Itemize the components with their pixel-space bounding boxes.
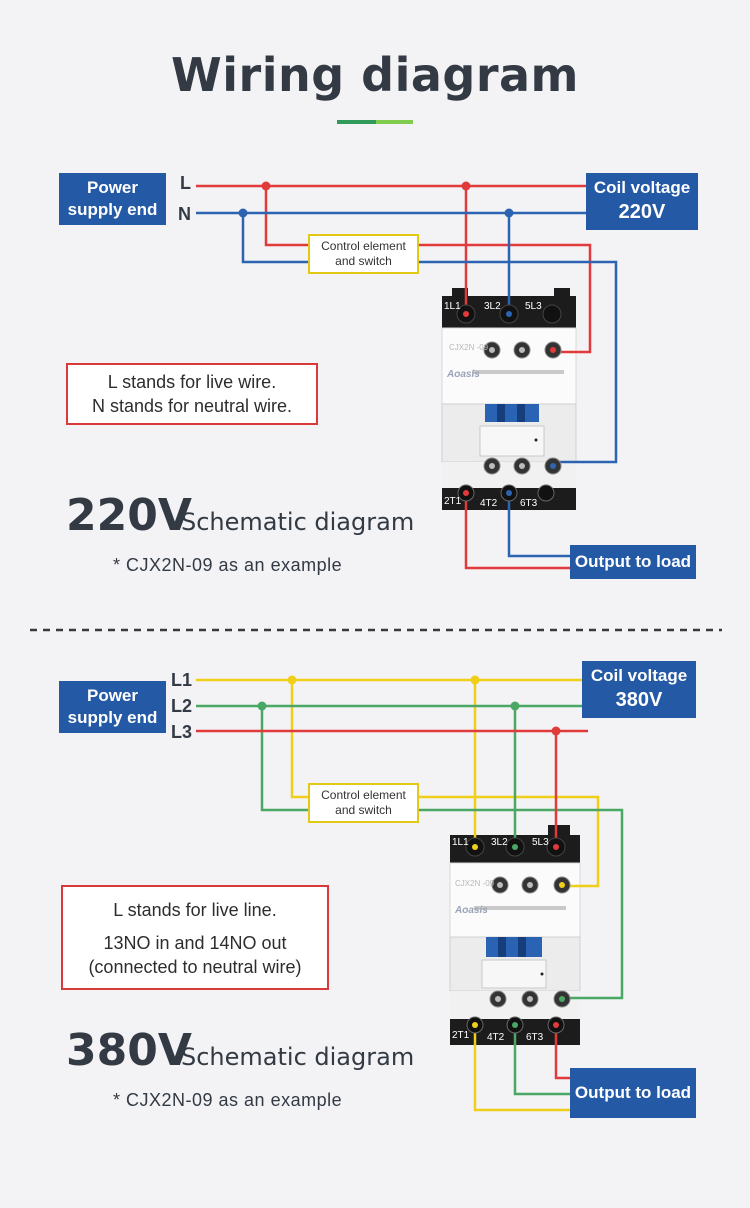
c2-term-top-3: 5L3 [532, 837, 549, 848]
c2-term-bot-1: 2T1 [452, 1030, 470, 1041]
wires-220 [196, 184, 618, 570]
c1-term-top-1: 1L1 [444, 301, 461, 312]
c2-brand: Aoasis [454, 905, 488, 916]
contactor-labels: 1L1 3L2 5L3 2T1 4T2 6T3 CJX2N -09 Aoasis… [444, 301, 549, 1043]
terminals-380 [465, 837, 571, 1034]
coil-voltage-label-380: Coil voltage [590, 666, 688, 685]
c1-term-bot-1: 2T1 [444, 496, 462, 507]
coil-voltage-box-380: Coil voltage 380V [582, 661, 696, 718]
power-supply-label-380: Power supply end [59, 681, 166, 733]
c2-term-bot-2: 4T2 [487, 1032, 505, 1043]
coil-voltage-value-380: 380V [615, 689, 663, 711]
schematic-label-380: Schematic diagram [181, 1043, 415, 1071]
note-380-line-1: L stands for live line. [113, 900, 277, 920]
junctions-220 [238, 181, 514, 218]
junctions-380 [257, 675, 561, 736]
voltage-heading-380: 380V [66, 1025, 192, 1076]
terminals-220 [456, 304, 562, 502]
c1-brand: Aoasis [446, 369, 480, 380]
page-title: Wiring diagram [171, 48, 579, 102]
output-to-load-380: Output to load [570, 1068, 696, 1118]
note-box-380: L stands for live line. 13NO in and 14NO… [61, 885, 329, 990]
line-label-L2: L2 [171, 696, 193, 716]
c2-term-top-2: 3L2 [491, 837, 508, 848]
wires-380 [196, 678, 624, 1112]
c1-model: CJX2N -09 [449, 343, 489, 352]
control-element-box-220: Control element and switch [308, 234, 419, 274]
coil-voltage-value-220: 220V [618, 201, 666, 223]
schematic-label-220: Schematic diagram [181, 508, 415, 536]
note-380-line-2: 13NO in and 14NO out (connected to neutr… [88, 933, 302, 977]
c1-term-bot-3: 6T3 [520, 498, 538, 509]
c1-term-top-2: 3L2 [484, 301, 501, 312]
c1-term-top-3: 5L3 [525, 301, 542, 312]
control-element-box-380: Control element and switch [308, 783, 419, 823]
c2-term-bot-3: 6T3 [526, 1032, 544, 1043]
line-label-N: N [178, 204, 191, 224]
c2-term-top-1: 1L1 [452, 837, 469, 848]
line-label-L: L [180, 173, 191, 193]
coil-voltage-label-220: Coil voltage [593, 178, 691, 197]
example-note-220: * CJX2N-09 as an example [113, 555, 343, 575]
line-label-L3: L3 [171, 722, 193, 742]
contactor-380 [449, 825, 581, 1045]
note-box-220: L stands for live wire. N stands for neu… [66, 363, 318, 425]
c1-term-bot-2: 4T2 [480, 498, 498, 509]
c2-model: CJX2N -09 [455, 879, 495, 888]
line-label-L1: L1 [171, 670, 193, 690]
example-note-380: * CJX2N-09 as an example [113, 1090, 343, 1110]
voltage-heading-220: 220V [66, 490, 192, 541]
coil-voltage-box-220: Coil voltage 220V [586, 173, 698, 230]
power-supply-label-220: Power supply end [59, 173, 166, 225]
output-to-load-220: Output to load [570, 545, 696, 579]
